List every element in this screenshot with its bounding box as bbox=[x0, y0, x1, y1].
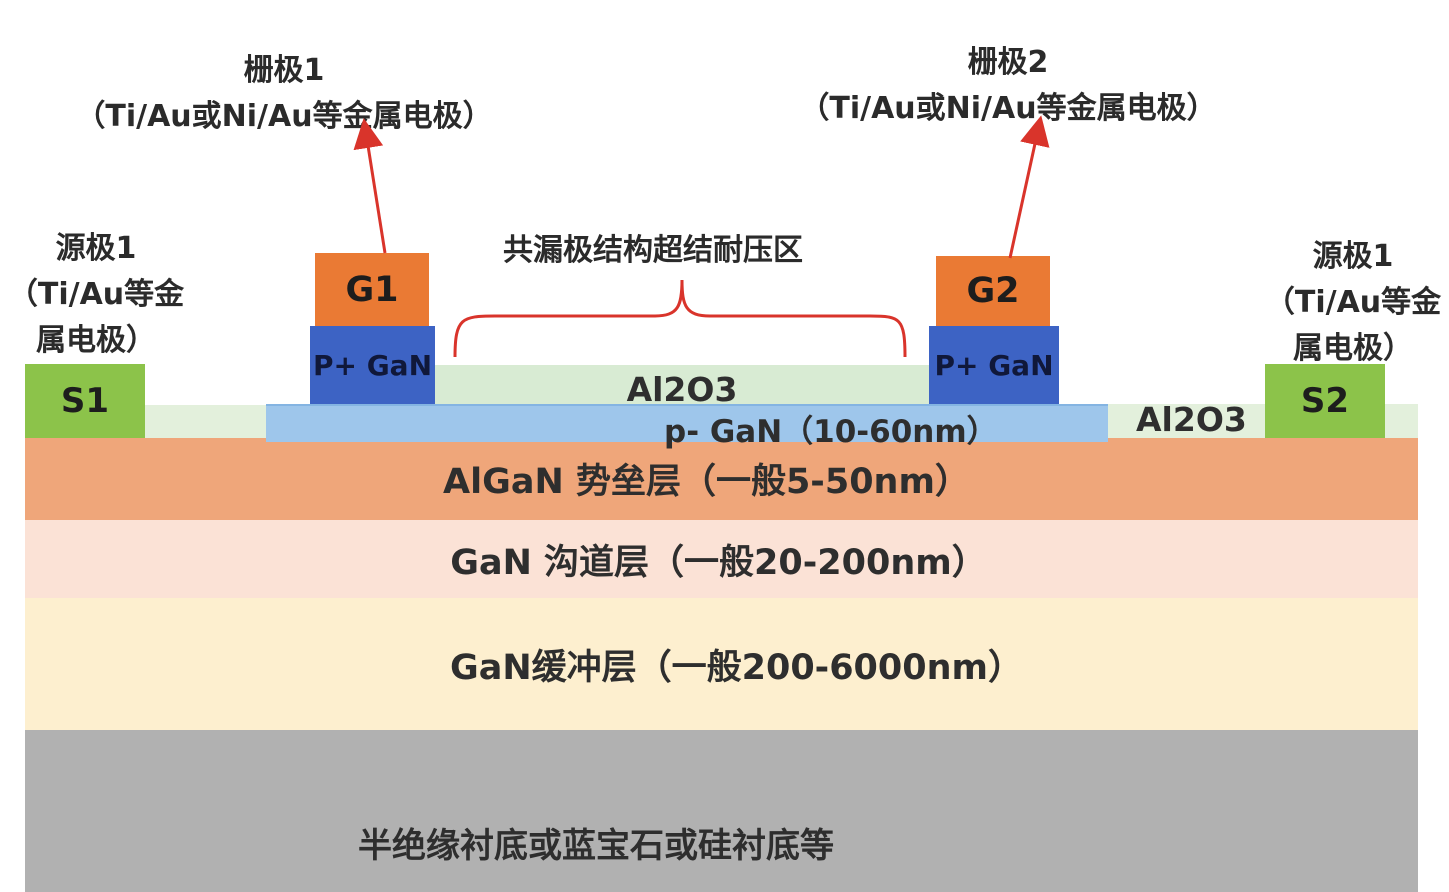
gate2-note: （Ti/Au或Ni/Au等金属电极） bbox=[799, 91, 1217, 126]
source-label-1: S1 bbox=[60, 381, 110, 421]
gate2-arrow bbox=[1008, 115, 1050, 259]
gate-electrode-1: G1 bbox=[315, 253, 429, 326]
al2o3-center-strip: Al2O3 bbox=[432, 365, 932, 409]
superjunction-label: 共漏极结构超结耐压区 bbox=[503, 233, 803, 268]
p-plus-gan-block-1: P+ GaN bbox=[310, 326, 435, 404]
gate2-annotation: 栅极2 （Ti/Au或Ni/Au等金属电极） bbox=[798, 40, 1218, 132]
gate2-title: 栅极2 bbox=[967, 45, 1049, 80]
source-label-2: S2 bbox=[1300, 381, 1350, 421]
p-minus-gan-layer: p- GaN（10-60nm） bbox=[266, 404, 1108, 450]
gate-electrode-2: G2 bbox=[936, 256, 1050, 326]
gate1-title: 栅极1 bbox=[243, 53, 325, 88]
substrate-layer: 半绝缘衬底或蓝宝石或硅衬底等 bbox=[25, 730, 1418, 892]
p-plus-gan-label-2: P+ GaN bbox=[934, 348, 1054, 382]
al2o3-left-strip bbox=[145, 405, 268, 438]
source-electrode-2: S2 bbox=[1265, 364, 1385, 438]
al2o3-right-label: Al2O3 bbox=[1136, 400, 1247, 439]
source-electrode-1: S1 bbox=[25, 364, 145, 438]
p-plus-gan-label-1: P+ GaN bbox=[312, 348, 433, 382]
source2-note-line1: （Ti/Au等金 bbox=[1264, 285, 1442, 320]
source2-annotation: 源极1 （Ti/Au等金 属电极） bbox=[1263, 234, 1443, 372]
source1-annotation: 源极1 （Ti/Au等金 属电极） bbox=[6, 226, 186, 364]
barrier-label: AlGaN 势垒层（一般5-50nm） bbox=[443, 462, 970, 502]
source1-title: 源极1 bbox=[55, 231, 137, 266]
buffer-label: GaN缓冲层（一般200-6000nm） bbox=[449, 647, 1024, 688]
gate-label-2: G2 bbox=[966, 271, 1020, 311]
al2o3-center-label: Al2O3 bbox=[626, 369, 738, 409]
superjunction-brace bbox=[453, 279, 907, 358]
p-plus-gan-block-2: P+ GaN bbox=[929, 326, 1059, 404]
gate1-note: （Ti/Au或Ni/Au等金属电极） bbox=[75, 99, 493, 134]
buffer-layer: GaN缓冲层（一般200-6000nm） bbox=[25, 598, 1418, 730]
source1-note-line2: 属电极） bbox=[36, 323, 156, 358]
substrate-label: 半绝缘衬底或蓝宝石或硅衬底等 bbox=[358, 826, 834, 866]
barrier-layer: AlGaN 势垒层（一般5-50nm） bbox=[25, 437, 1418, 520]
p-minus-gan-label: p- GaN（10-60nm） bbox=[664, 414, 998, 450]
gate1-arrow bbox=[353, 118, 387, 254]
channel-label: GaN 沟道层（一般20-200nm） bbox=[450, 542, 987, 583]
source1-note-line1: （Ti/Au等金 bbox=[7, 277, 185, 312]
source2-title: 源极1 bbox=[1312, 239, 1394, 274]
channel-layer: GaN 沟道层（一般20-200nm） bbox=[25, 520, 1418, 598]
source2-note-line2: 属电极） bbox=[1293, 331, 1413, 366]
gate1-annotation: 栅极1 （Ti/Au或Ni/Au等金属电极） bbox=[74, 48, 494, 140]
gate-label-1: G1 bbox=[345, 269, 399, 310]
